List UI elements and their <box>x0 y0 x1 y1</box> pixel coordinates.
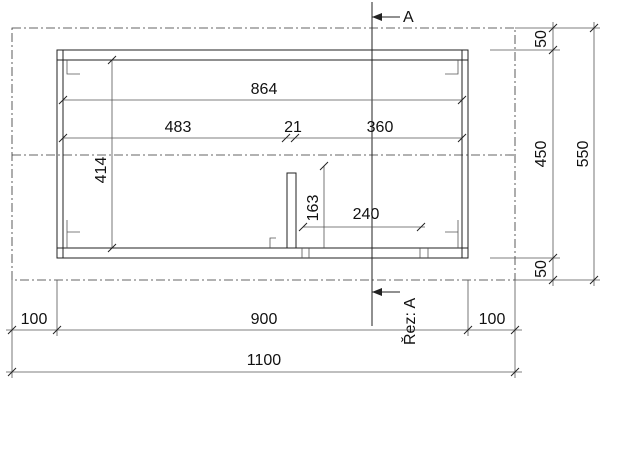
partition-post <box>286 172 297 249</box>
dim-text-100-left: 100 <box>21 311 48 328</box>
dim-text-450: 450 <box>533 141 550 168</box>
dim-text-414: 414 <box>93 157 110 184</box>
dim-line-864 <box>58 95 467 105</box>
dim-text-163: 163 <box>305 195 322 222</box>
dim-line-414 <box>107 55 117 253</box>
section-label-bottom: Řez: A <box>400 298 419 345</box>
dim-text-550: 550 <box>575 141 592 168</box>
dim-text-900: 900 <box>251 311 278 328</box>
dim-text-21: 21 <box>284 119 302 136</box>
dim-text-1100: 1100 <box>247 352 282 369</box>
corner-brackets <box>66 60 459 258</box>
frame <box>56 49 469 259</box>
dim-line-163 <box>319 161 329 248</box>
dim-text-50-top: 50 <box>533 30 550 48</box>
dim-line-240 <box>298 222 426 232</box>
section-line <box>371 2 400 326</box>
dim-line-right-chain <box>490 22 600 286</box>
dim-text-240: 240 <box>353 206 380 223</box>
outer-boundary <box>11 27 516 281</box>
dim-line-550 <box>589 22 599 286</box>
section-label-top: A <box>403 9 414 26</box>
dim-text-483: 483 <box>165 119 192 136</box>
dim-text-100-right: 100 <box>479 311 506 328</box>
dim-line-1100 <box>6 367 522 377</box>
dim-text-360: 360 <box>367 119 394 136</box>
dim-line-bottom-chain <box>6 280 522 378</box>
dim-line-483-21-360 <box>58 133 467 143</box>
dim-text-864: 864 <box>251 81 278 98</box>
dim-text-50-bottom: 50 <box>533 260 550 278</box>
